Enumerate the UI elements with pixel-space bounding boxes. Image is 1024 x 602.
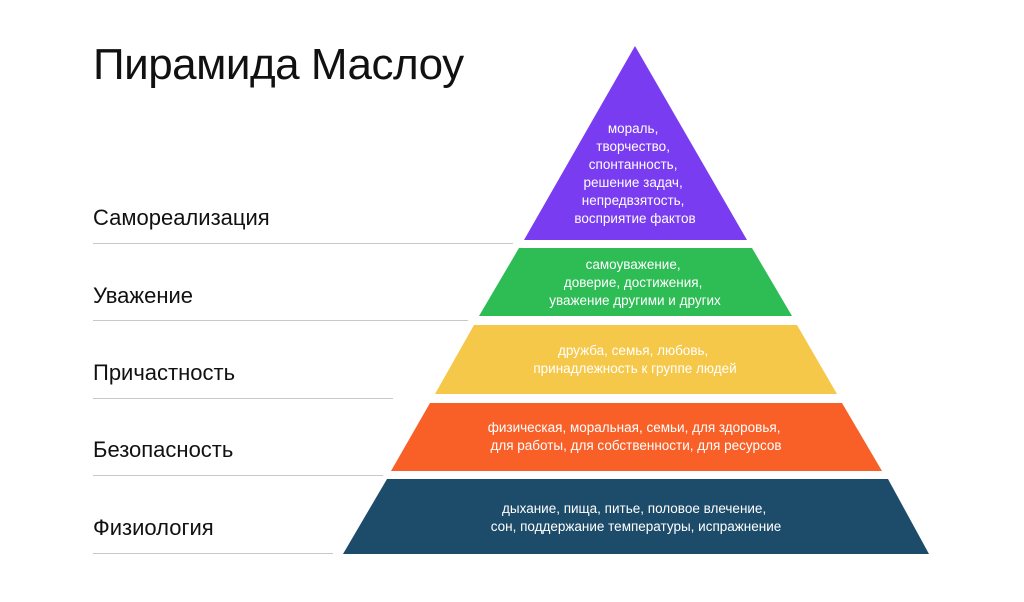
tier-description-self-actualization: мораль, творчество, спонтанность, решени… bbox=[574, 121, 695, 226]
pyramid-tier-self-actualization bbox=[524, 46, 747, 240]
tier-line: самоуважение, bbox=[586, 257, 681, 272]
tier-line: восприятие фактов bbox=[574, 211, 695, 226]
divider bbox=[93, 243, 513, 244]
level-label-esteem: Уважение bbox=[93, 283, 194, 308]
page-title: Пирамида Маслоу bbox=[93, 40, 464, 89]
level-label-physiology: Физиология bbox=[93, 515, 214, 540]
tier-line: непредвзятость, bbox=[582, 193, 685, 208]
tier-line: доверие, достижения, bbox=[564, 275, 702, 290]
tier-description-safety: физическая, моральная, семьи, для здоров… bbox=[488, 420, 784, 453]
divider bbox=[93, 475, 383, 476]
divider bbox=[93, 398, 393, 399]
tier-line: решение задач, bbox=[584, 175, 683, 190]
tier-line: дыхание, пища, питье, половое влечение, bbox=[502, 501, 766, 516]
divider bbox=[93, 320, 468, 321]
level-label-self-actualization: Самореализация bbox=[93, 205, 270, 230]
level-label-safety: Безопасность bbox=[93, 437, 234, 462]
tier-line: спонтанность, bbox=[589, 157, 678, 172]
tier-description-physiology: дыхание, пища, питье, половое влечение, … bbox=[491, 501, 782, 534]
tier-line: принадлежность к группе людей bbox=[533, 361, 736, 376]
pyramid-tier-belonging bbox=[435, 325, 837, 394]
tier-line: физическая, моральная, семьи, для здоров… bbox=[488, 420, 781, 435]
tier-line: дружба, семья, любовь, bbox=[558, 343, 708, 358]
pyramid-tier-safety bbox=[391, 403, 882, 471]
pyramid-tier-esteem bbox=[479, 248, 792, 316]
pyramid-tier-physiology bbox=[343, 479, 929, 554]
tier-line: мораль, bbox=[608, 121, 658, 136]
tier-line: уважение другими и других bbox=[549, 293, 721, 308]
level-label-belonging: Причастность bbox=[93, 360, 236, 385]
tier-description-esteem: самоуважение, доверие, достижения, уваже… bbox=[549, 257, 721, 308]
tier-line: сон, поддержание температуры, испражнени… bbox=[491, 519, 782, 534]
tier-description-belonging: дружба, семья, любовь, принадлежность к … bbox=[533, 343, 736, 376]
tier-line: творчество, bbox=[596, 139, 670, 154]
divider bbox=[93, 553, 333, 554]
tier-line: для работы, для собственности, для ресур… bbox=[490, 438, 781, 453]
